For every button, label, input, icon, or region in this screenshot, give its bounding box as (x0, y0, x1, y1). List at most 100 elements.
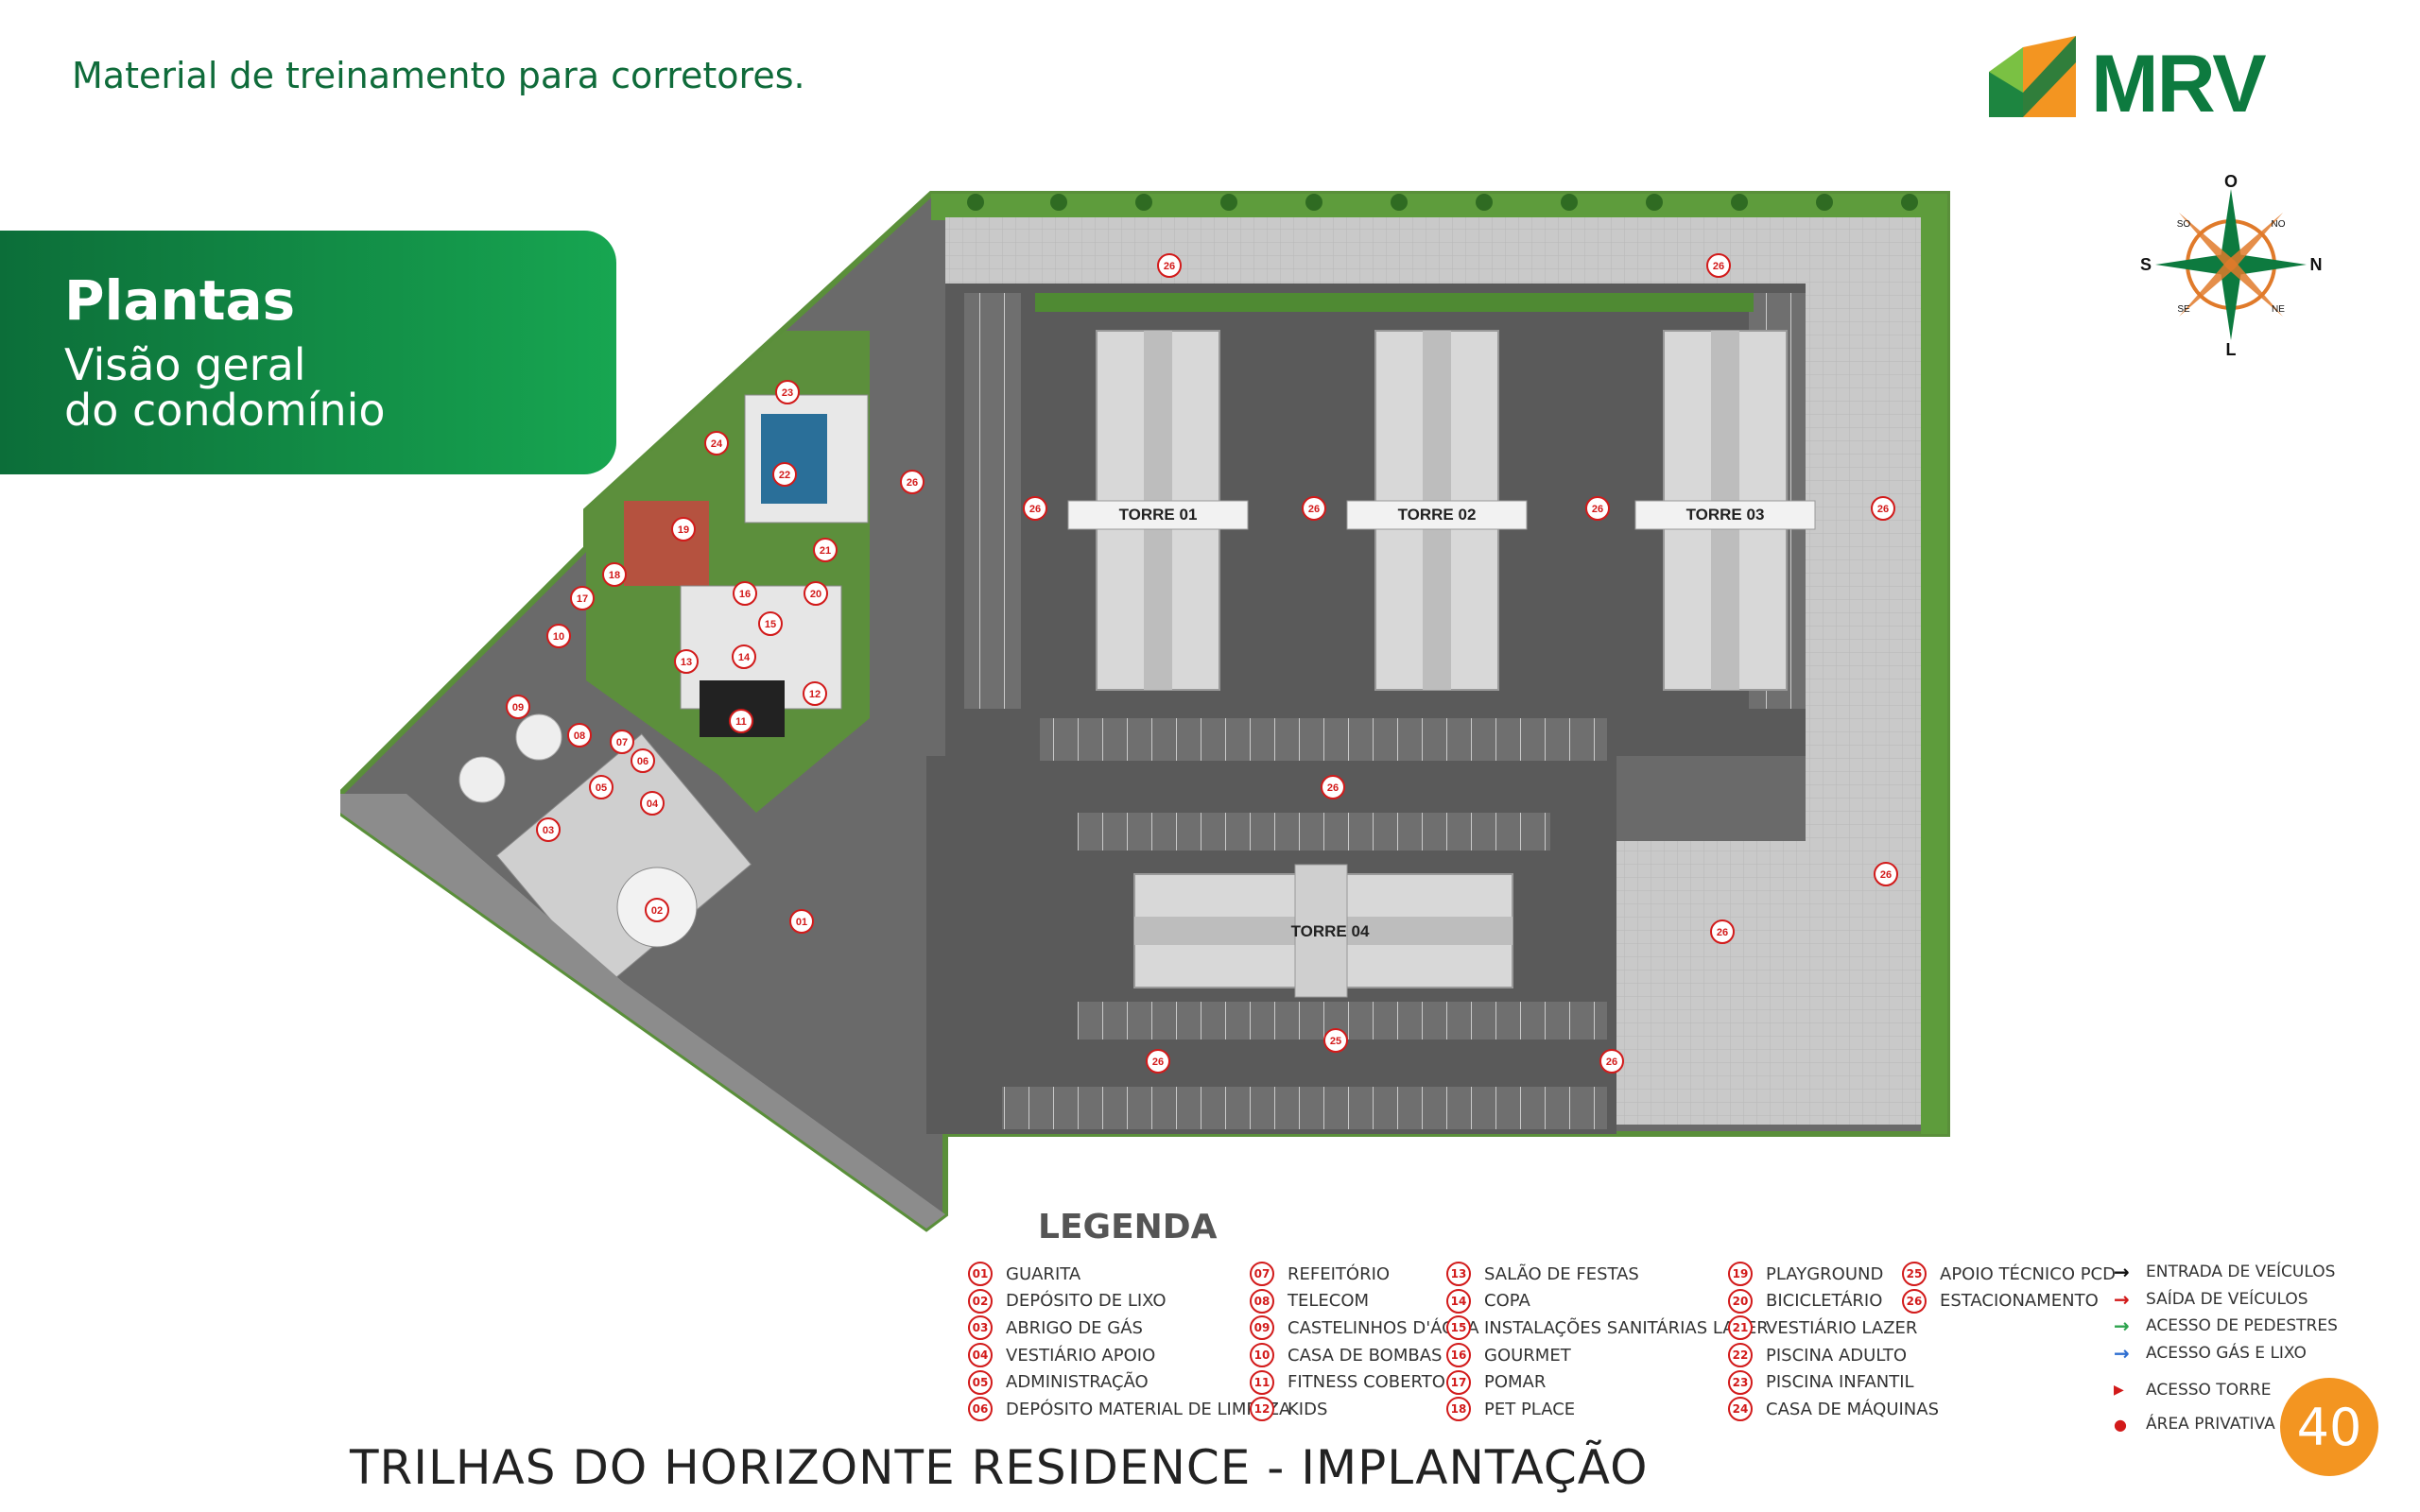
svg-text:23: 23 (782, 387, 793, 399)
marker-01[interactable]: 01 (789, 909, 814, 934)
arrow-icon: → (2114, 1314, 2130, 1338)
marker-07[interactable]: 07 (610, 730, 634, 754)
water-tank-2 (458, 756, 506, 803)
marker-26[interactable]: 26 (1871, 496, 1895, 521)
marker-03[interactable]: 03 (536, 817, 561, 842)
marker-06[interactable]: 06 (631, 748, 655, 773)
tower-01[interactable]: TORRE 01 (1067, 330, 1249, 691)
compass-rose-icon: O L N S NO NE SO SE (2140, 172, 2323, 359)
marker-26[interactable]: 26 (1585, 496, 1610, 521)
marker-15[interactable]: 15 (758, 611, 783, 636)
paved-driveway-top (945, 217, 1919, 284)
marker-26[interactable]: 26 (900, 470, 925, 494)
subtitle-line-1: Visão geral (64, 339, 306, 390)
parking-row-mid (1040, 718, 1607, 761)
svg-text:26: 26 (1877, 504, 1889, 515)
tower-04[interactable]: TORRE 04 (1133, 864, 1513, 998)
marker-19[interactable]: 19 (671, 517, 696, 541)
access-road (340, 794, 945, 1228)
svg-text:03: 03 (543, 825, 554, 836)
marker-22[interactable]: 22 (772, 462, 797, 487)
svg-text:17: 17 (577, 593, 588, 605)
marker-12[interactable]: 12 (803, 681, 827, 706)
tower-03[interactable]: TORRE 03 (1634, 330, 1816, 691)
marker-21[interactable]: 21 (813, 538, 838, 562)
mrv-logo-icon (1989, 36, 2076, 117)
svg-text:NE: NE (2272, 304, 2285, 315)
marker-20[interactable]: 20 (804, 581, 828, 606)
svg-text:24: 24 (711, 438, 723, 450)
marker-23[interactable]: 23 (775, 380, 800, 404)
marker-05[interactable]: 05 (589, 775, 614, 799)
marker-16[interactable]: 16 (733, 581, 757, 606)
legend-arrow-item: →ENTRADA DE VEÍCULOS (2114, 1261, 2336, 1284)
marker-26[interactable]: 26 (1302, 496, 1326, 521)
svg-text:05: 05 (596, 782, 607, 794)
svg-text:SE: SE (2177, 304, 2190, 315)
svg-text:18: 18 (609, 570, 620, 581)
section-title: Plantas (64, 268, 296, 333)
svg-text:26: 26 (1308, 504, 1320, 515)
marker-26[interactable]: 26 (1706, 253, 1731, 278)
svg-text:09: 09 (512, 702, 524, 713)
marker-02[interactable]: 02 (645, 898, 669, 922)
marker-14[interactable]: 14 (732, 644, 756, 669)
tower-02[interactable]: TORRE 02 (1346, 330, 1528, 691)
legend-extra-item: ▶ACESSO TORRE (2114, 1380, 2272, 1400)
grass-strip-north (1035, 293, 1754, 312)
svg-text:08: 08 (574, 730, 585, 742)
marker-25[interactable]: 25 (1323, 1028, 1348, 1053)
arrow-icon: → (2114, 1342, 2130, 1366)
marker-26[interactable]: 26 (1710, 919, 1735, 944)
arrow-icon: → (2114, 1261, 2130, 1284)
svg-text:16: 16 (739, 589, 751, 600)
marker-26[interactable]: 26 (1157, 253, 1182, 278)
marker-17[interactable]: 17 (570, 586, 595, 610)
marker-08[interactable]: 08 (567, 723, 592, 747)
legend-extra-item: ●ÁREA PRIVATIVA (2114, 1415, 2275, 1435)
training-note: Material de treinamento para corretores. (72, 55, 805, 96)
marker-26[interactable]: 26 (1599, 1049, 1624, 1074)
marker-11[interactable]: 11 (729, 709, 753, 733)
svg-text:NO: NO (2272, 219, 2286, 230)
marker-26[interactable]: 26 (1321, 775, 1345, 799)
marker-26[interactable]: 26 (1146, 1049, 1170, 1074)
legend-arrow-item: →SAÍDA DE VEÍCULOS (2114, 1287, 2308, 1311)
marker-10[interactable]: 10 (546, 624, 571, 648)
svg-text:21: 21 (820, 545, 831, 557)
mrv-wordmark: MRV (2091, 39, 2267, 129)
marker-13[interactable]: 13 (674, 649, 699, 674)
svg-text:O: O (2224, 172, 2238, 191)
svg-text:26: 26 (1880, 869, 1892, 881)
legend-title: LEGENDA (1038, 1208, 1218, 1246)
marker-26[interactable]: 26 (1023, 496, 1047, 521)
marker-18[interactable]: 18 (602, 562, 627, 587)
svg-text:26: 26 (1606, 1057, 1617, 1068)
arrow-icon: → (2114, 1287, 2130, 1311)
plan-title: TRILHAS DO HORIZONTE RESIDENCE - IMPLANT… (350, 1440, 1649, 1495)
marker-04[interactable]: 04 (640, 791, 665, 816)
grass-strip-top (931, 194, 1947, 220)
svg-text:26: 26 (907, 477, 918, 489)
marker-09[interactable]: 09 (506, 695, 530, 719)
tower-01-label: TORRE 01 (1119, 506, 1198, 524)
subtitle-line-2: do condomínio (64, 385, 386, 436)
trees-row-top (967, 194, 1918, 211)
marker-24[interactable]: 24 (704, 431, 729, 455)
svg-text:N: N (2310, 255, 2323, 274)
svg-text:10: 10 (553, 631, 564, 643)
marker-26[interactable]: 26 (1874, 862, 1898, 886)
